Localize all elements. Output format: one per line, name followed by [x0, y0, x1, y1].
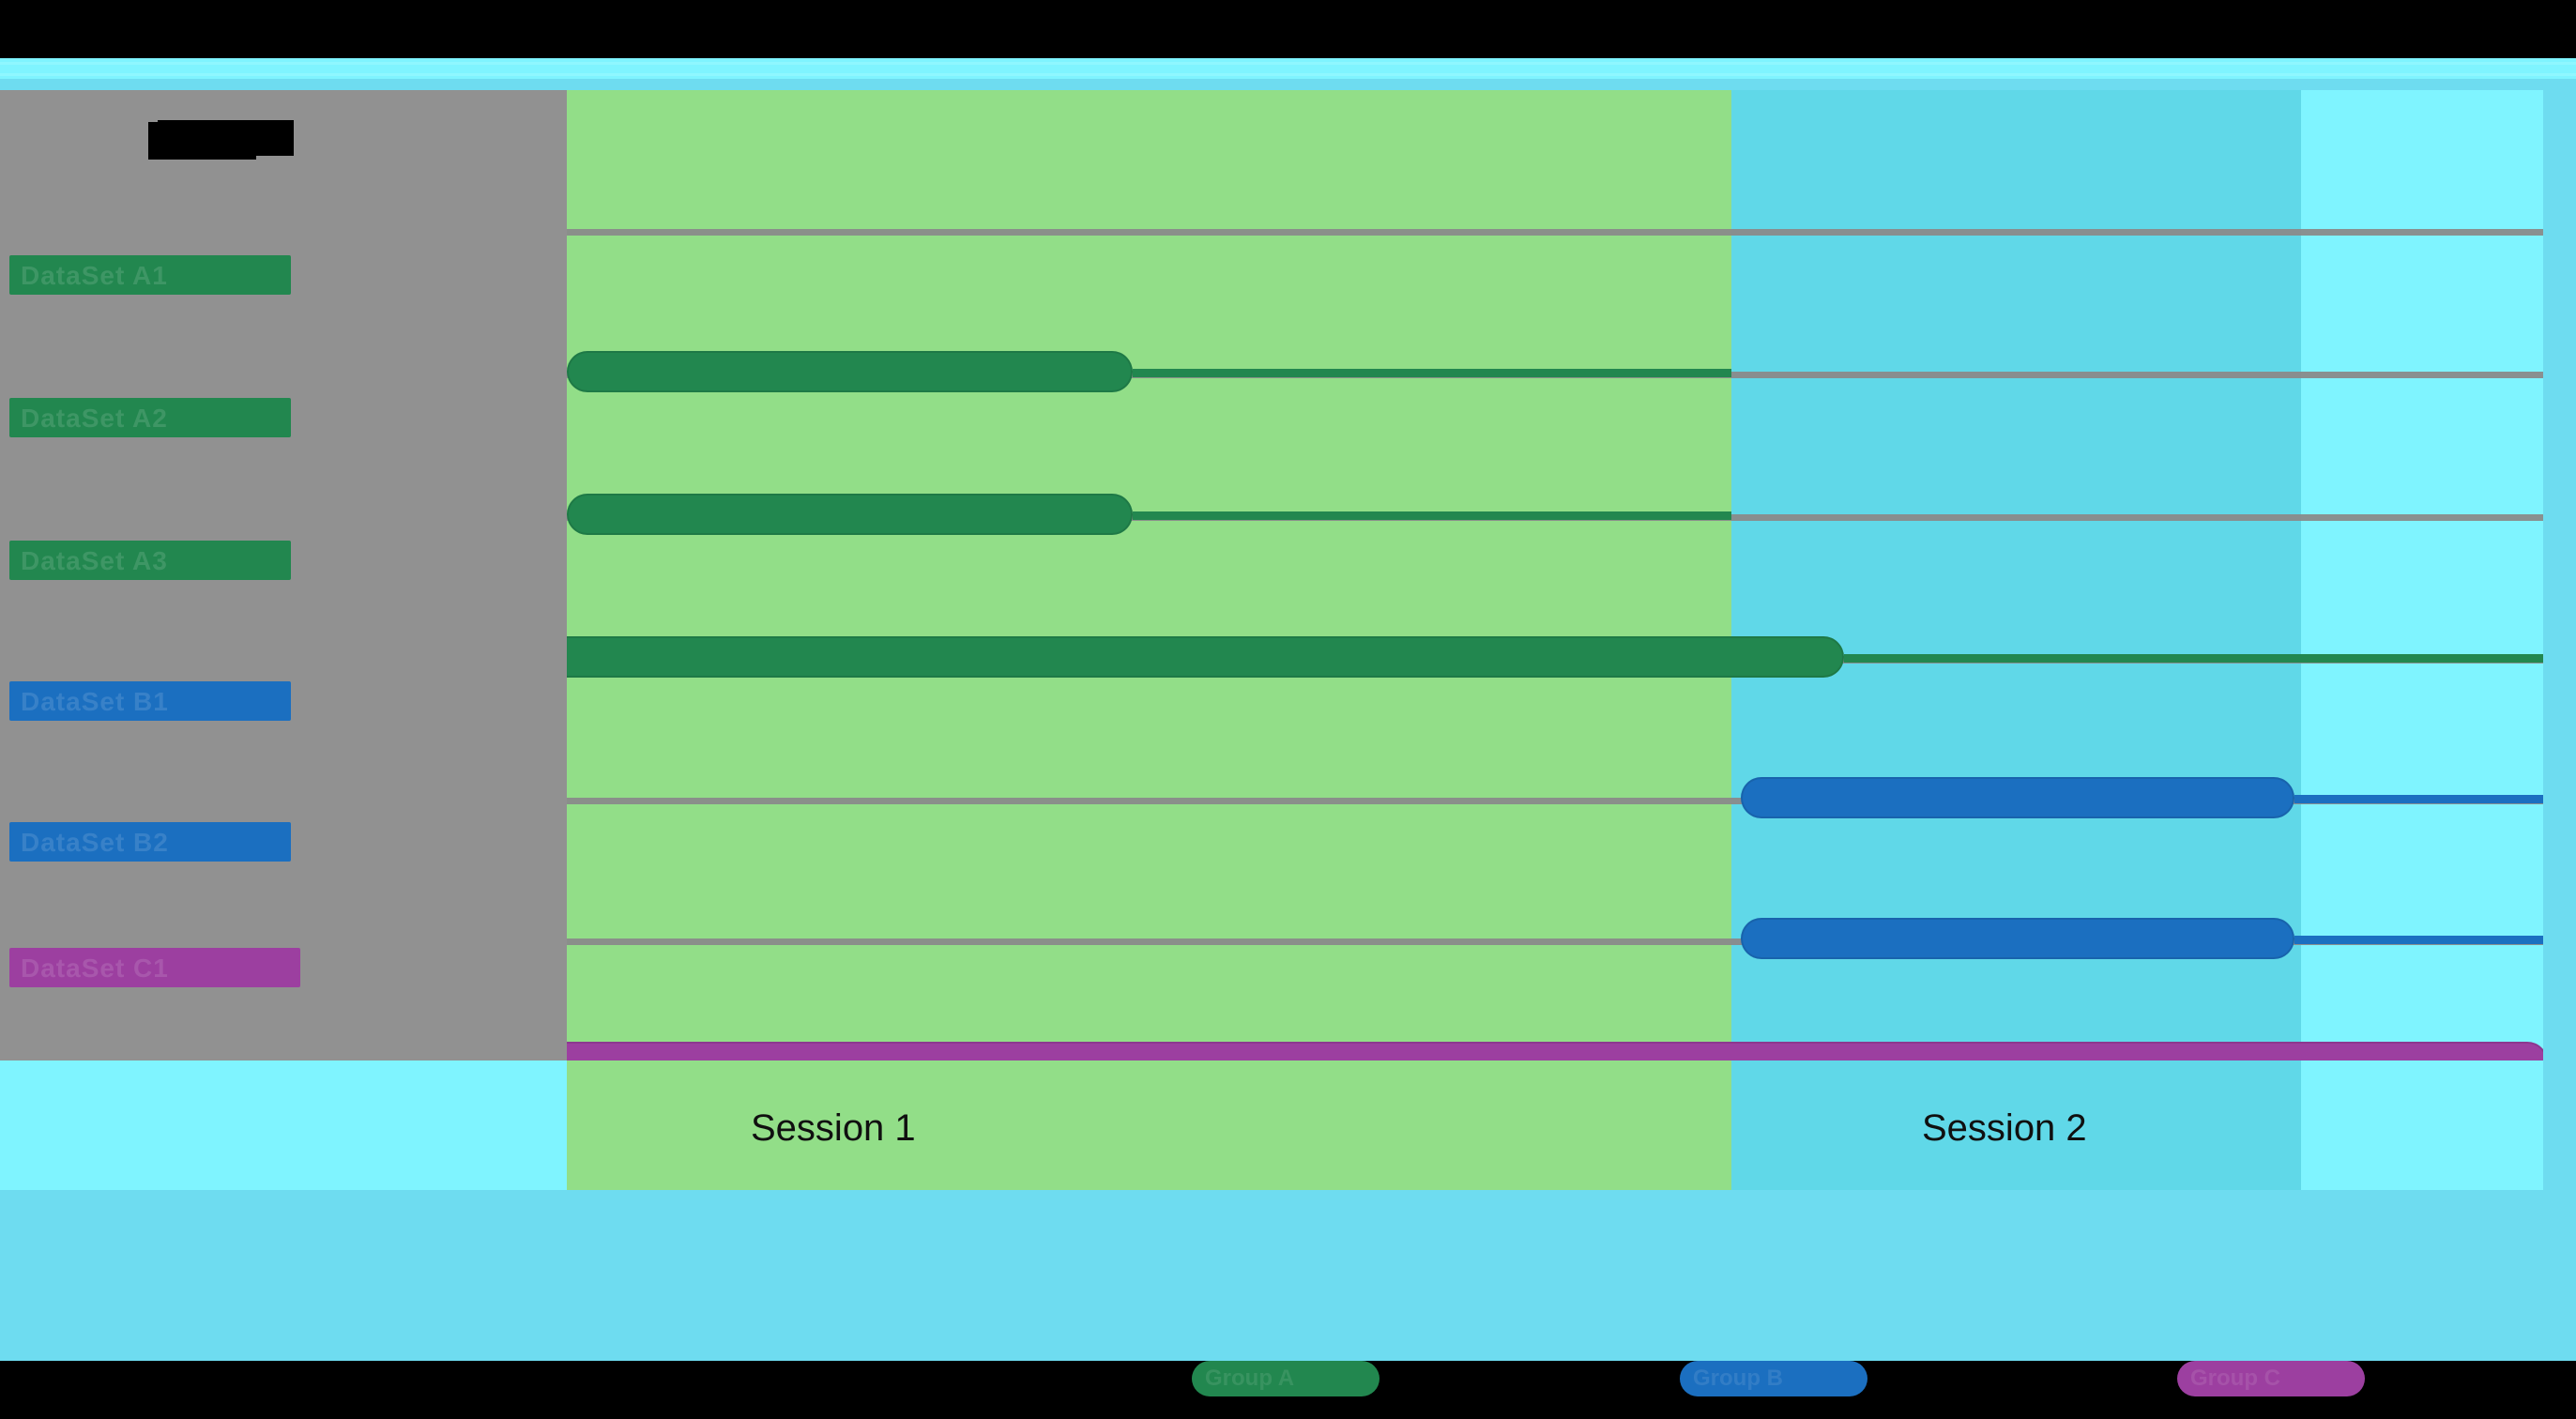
row-label-dataset-c1[interactable]: DataSet C1: [9, 948, 300, 987]
task-bar[interactable]: [567, 494, 1133, 535]
row-label-dataset-b2[interactable]: DataSet B2: [9, 822, 291, 862]
session-axis-label-2: Session 2: [1922, 1107, 2087, 1149]
task-bar[interactable]: [567, 351, 1133, 392]
row-label-text: DataSet C1: [21, 954, 169, 983]
legend-label: Group C: [2190, 1366, 2280, 1391]
row-label-dataset-a1[interactable]: DataSet A1: [9, 255, 291, 295]
row-gridline: [567, 798, 2543, 804]
task-bar[interactable]: [371, 636, 1844, 678]
row-label-text: DataSet A1: [21, 261, 168, 290]
row-label-text: DataSet B2: [21, 828, 169, 857]
bottom-mask: [0, 1398, 2576, 1419]
row-label-dataset-b1[interactable]: DataSet B1: [9, 681, 291, 721]
task-bar-tail: [1133, 369, 1731, 377]
chart-title-redaction-2: [158, 120, 294, 156]
canvas-rule-top-2: [0, 73, 2576, 76]
session-footer-3: [2301, 1060, 2543, 1190]
task-bar-tail: [2294, 795, 2543, 803]
legend-label: Group A: [1205, 1366, 1295, 1391]
session-band-3: [2301, 90, 2543, 1190]
task-bar-tail: [1844, 654, 2543, 663]
session-footer-1: [567, 1060, 1731, 1190]
row-label-text: DataSet B1: [21, 687, 169, 716]
row-label-dataset-a3[interactable]: DataSet A3: [9, 541, 291, 580]
task-bar[interactable]: [1741, 918, 2294, 959]
legend-label: Group B: [1693, 1366, 1783, 1391]
canvas-rule-top: [0, 62, 2576, 65]
legend-swatch: Group C: [2177, 1361, 2365, 1396]
row-label-dataset-a2[interactable]: DataSet A2: [9, 398, 291, 437]
task-bar-tail: [2294, 936, 2543, 944]
row-label-text: DataSet A2: [21, 404, 168, 433]
gutter-footer: [0, 1060, 567, 1190]
legend-swatch: Group A: [1192, 1361, 1379, 1396]
row-label-text: DataSet A3: [21, 546, 168, 575]
legend-swatch: Group B: [1680, 1361, 1867, 1396]
row-gridline: [567, 229, 2543, 236]
top-mask: [0, 0, 2576, 58]
task-bar-tail: [1133, 511, 1731, 520]
session-footer-2: [1731, 1060, 2301, 1190]
row-gridline: [567, 938, 2543, 945]
task-bar[interactable]: [1741, 777, 2294, 818]
legend: Group A Group B Group C: [0, 1361, 2576, 1419]
session-axis-label-1: Session 1: [751, 1107, 916, 1149]
